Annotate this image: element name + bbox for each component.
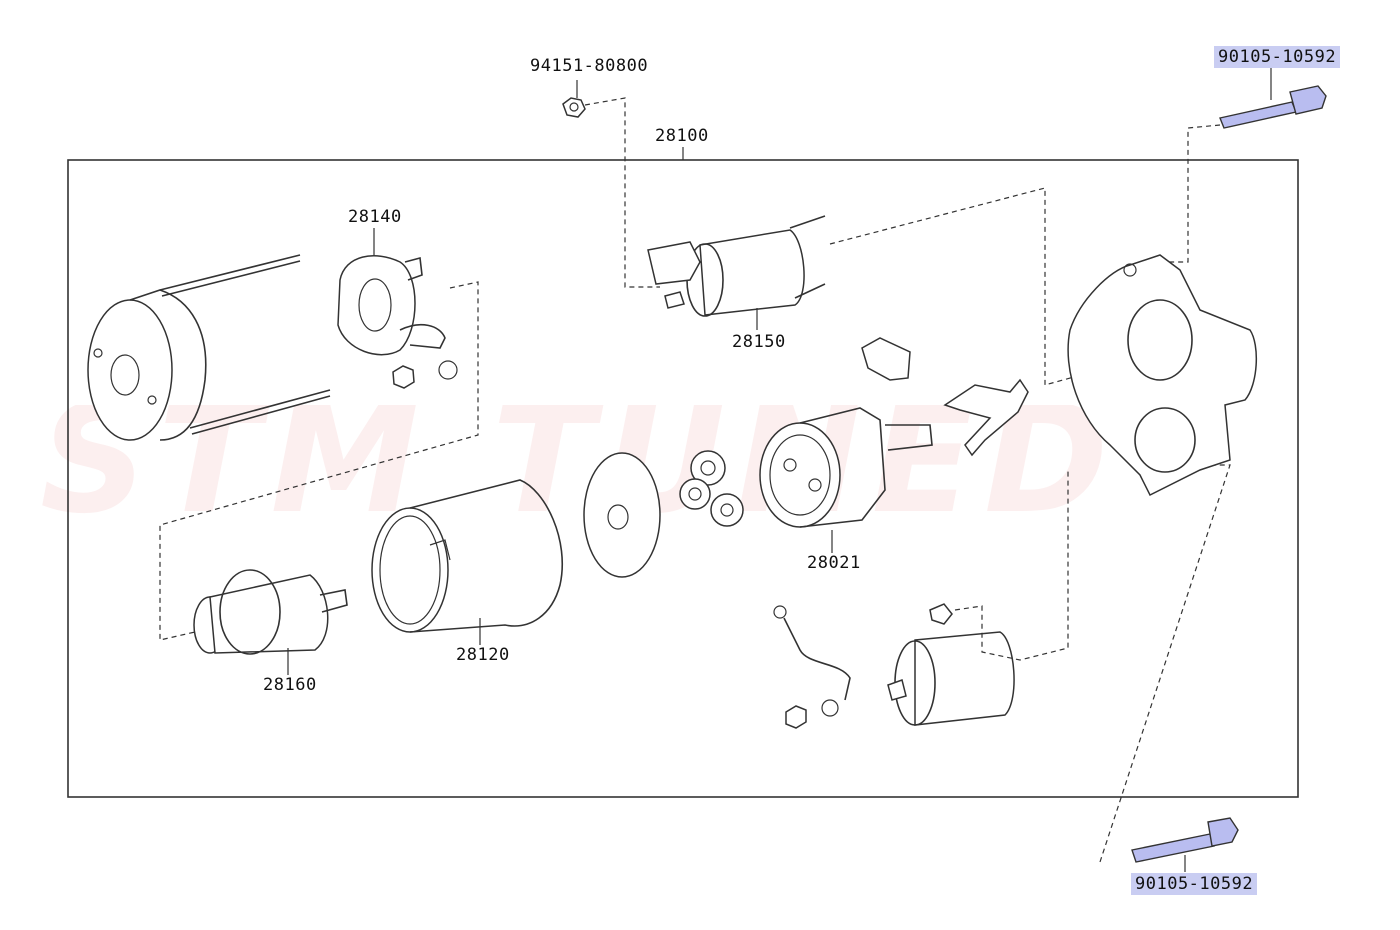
bolt-top-part (1160, 67, 1327, 263)
drive-housing-part (1067, 254, 1258, 497)
label-yoke: 28120 (456, 645, 510, 665)
nut-part (562, 80, 660, 288)
solenoid-part (647, 187, 1136, 386)
label-nut: 94151-80800 (530, 56, 649, 76)
label-bolt-top: 90105-10592 (1214, 46, 1341, 68)
brush-holder-part (159, 228, 479, 641)
lever-part (943, 378, 1029, 457)
label-bolt-bottom: 90105-10592 (1131, 873, 1258, 895)
clutch-part (759, 407, 933, 553)
gears-part (679, 450, 744, 527)
plate-part (583, 452, 661, 578)
watermark: STM TUNED (40, 405, 1119, 515)
label-armature: 28160 (263, 675, 317, 695)
armature-part (193, 569, 348, 675)
label-clutch: 28021 (807, 553, 861, 573)
label-assembly: 28100 (655, 126, 709, 146)
lead-wire-part (773, 605, 851, 729)
yoke-part (371, 479, 564, 645)
label-solenoid: 28150 (732, 332, 786, 352)
pad-part (861, 337, 911, 381)
bolt-bottom-part (1099, 464, 1239, 872)
end-frame-part (87, 254, 331, 441)
label-brush-holder: 28140 (348, 207, 402, 227)
magnetic-switch-part (887, 470, 1069, 726)
